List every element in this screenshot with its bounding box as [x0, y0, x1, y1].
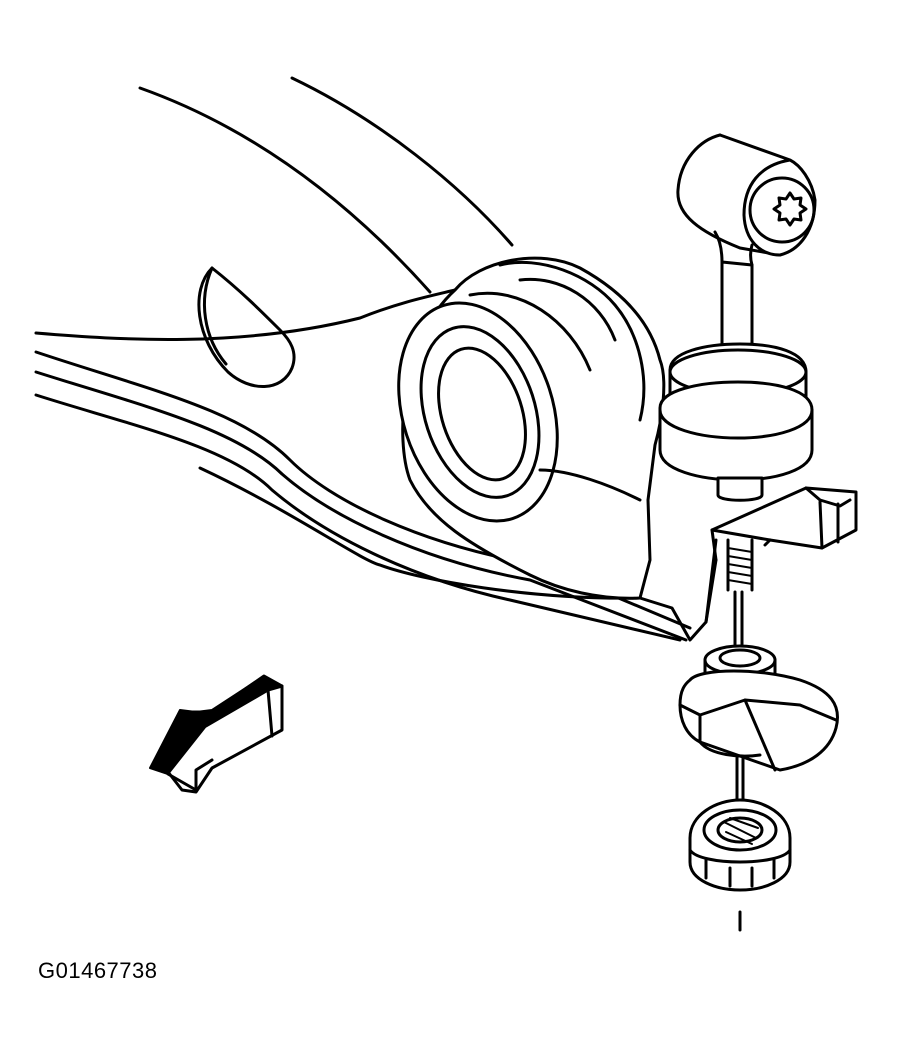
lower-control-arm — [34, 76, 718, 642]
mounting-bracket — [704, 486, 858, 650]
figure-id-label: G01467738 — [38, 958, 158, 983]
front-direction-arrow — [149, 674, 284, 794]
lower-insulator — [678, 644, 839, 814]
flange-nut — [688, 798, 792, 932]
link-bushing — [658, 342, 814, 502]
